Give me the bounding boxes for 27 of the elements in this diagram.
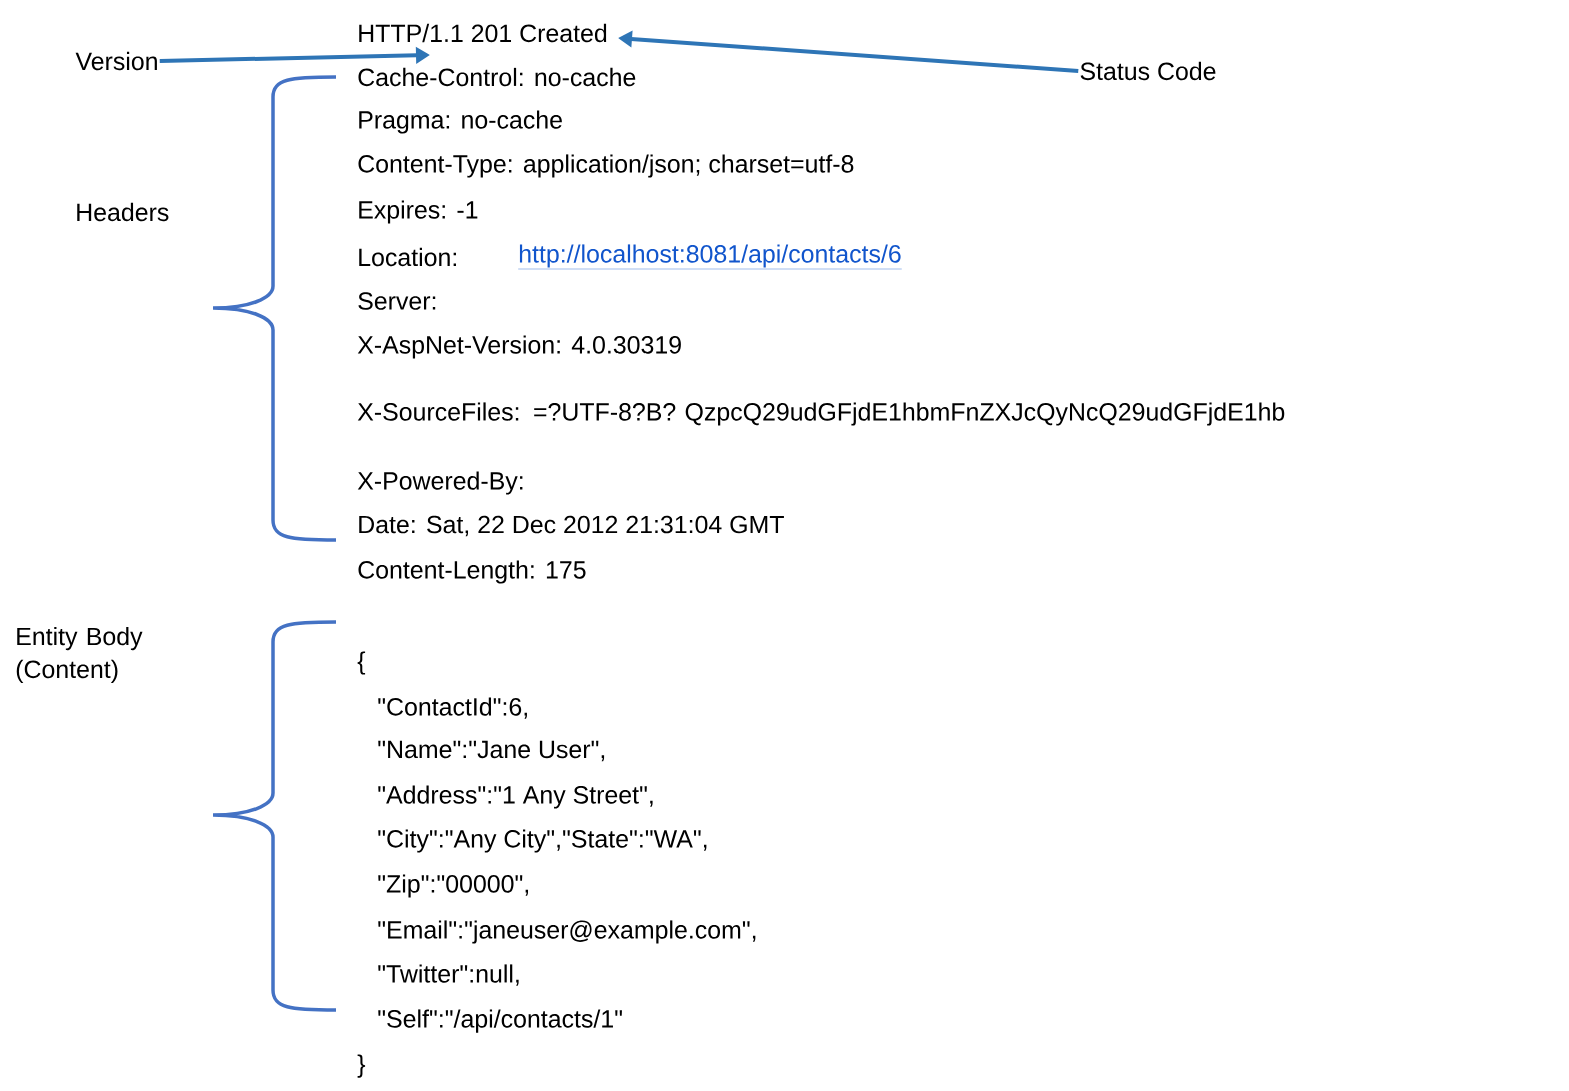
json-line: "Zip":"00000", (378, 874, 528, 898)
json-line: "City":"Any City","State":"WA", (378, 829, 707, 853)
header-line: Content-Type: application/json; charset=utf-8 (358, 154, 854, 178)
json-line: "Address":"1 Any Street", (378, 785, 653, 809)
header-line: X-Powered-By: (357, 471, 523, 495)
annotation-label: Version (75, 51, 157, 71)
header-line: Server: (358, 292, 436, 310)
header-line: X-AspNet-Version: 4.0.30319 (357, 335, 681, 359)
json-brace: } (357, 1054, 366, 1078)
annotation-label: Status Code (1080, 61, 1216, 81)
header-line: Cache-Control: no-cache (358, 67, 636, 87)
json-line: "Email":"janeuser@example.com", (378, 920, 756, 944)
header-line: Date: Sat, 22 Dec 2012 21:31:04 GMT (359, 515, 784, 537)
json-line: "Name":"Jane User", (378, 740, 605, 762)
header-line: Location: (359, 247, 456, 267)
json-line: "Self":"/api/contacts/1" (378, 1009, 622, 1033)
header-line: Pragma: no-cache (359, 110, 562, 134)
header-line: X-SourceFiles: =?UTF-8?B? QzpcQ29udGFjdE1hbmFnZXJcQyNcQ29udGFjdE1hb (357, 402, 1285, 426)
json-line: "Twitter":null, (378, 964, 519, 986)
json-line: "ContactId":6, (378, 697, 527, 719)
section-label: Entity Body (Content) (16, 626, 143, 684)
json-brace: { (357, 651, 366, 675)
header-line: Content-Length: 175 (358, 560, 586, 584)
section-label: Headers (77, 202, 169, 222)
link: http://localhost:8081/api/contacts/6 (518, 244, 902, 270)
header-line: Expires: -1 (359, 200, 478, 224)
status-line: HTTP/1.1 201 Created (359, 23, 607, 43)
